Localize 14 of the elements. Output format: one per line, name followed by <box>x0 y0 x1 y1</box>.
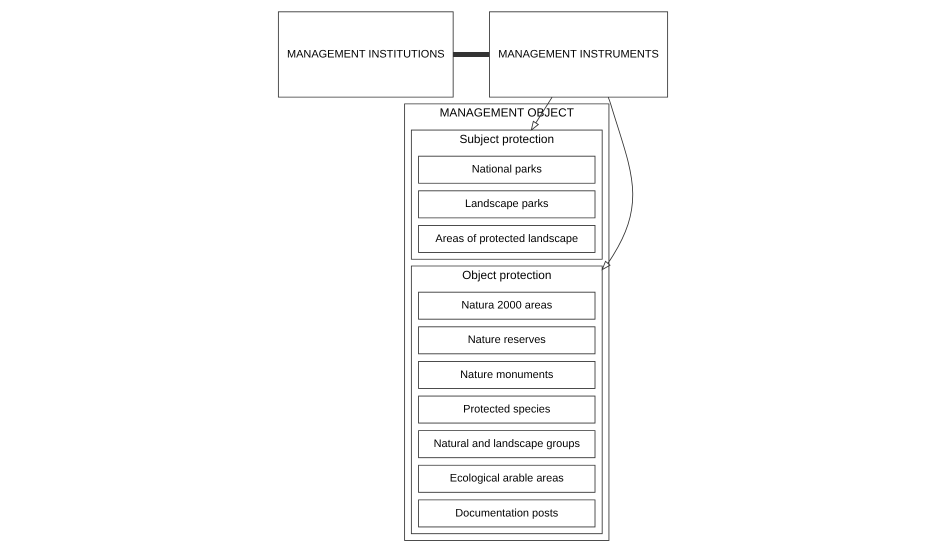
connector <box>453 52 490 58</box>
node-box: National parks <box>418 156 596 184</box>
node-box: Natural and landscape groups <box>418 430 596 458</box>
node-box: Areas of protected landscape <box>418 225 596 253</box>
node-box: MANAGEMENT INSTRUMENTS <box>489 11 668 98</box>
node-box: Natura 2000 areas <box>418 292 596 320</box>
node-box: Ecological arable areas <box>418 464 596 493</box>
node-box: Protected species <box>418 396 596 424</box>
node-box: Documentation posts <box>418 499 596 528</box>
arrow <box>601 96 634 271</box>
node-box: MANAGEMENT INSTITUTIONS <box>278 11 454 98</box>
node-box: Nature reserves <box>418 326 596 354</box>
node-box: Landscape parks <box>418 190 596 218</box>
node-box: Nature monuments <box>418 360 596 389</box>
